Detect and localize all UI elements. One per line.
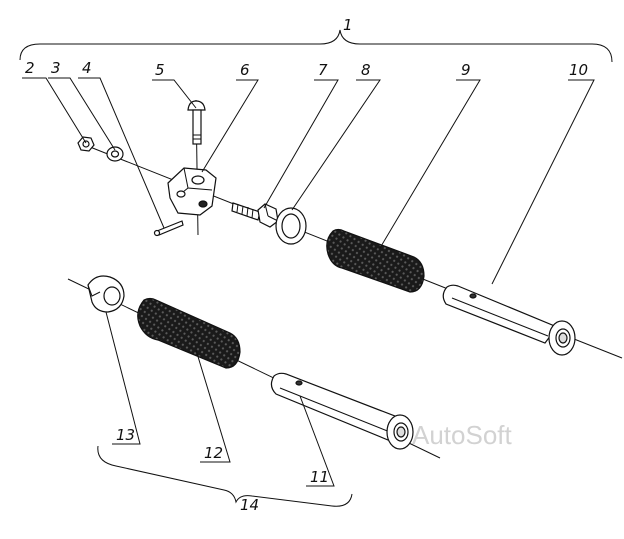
vertical-bolt-part [187, 100, 206, 145]
nut-part [77, 136, 95, 152]
cam-washer-part [87, 275, 125, 313]
callout-10: 10 [569, 61, 588, 79]
callout-6: 6 [240, 61, 250, 79]
cotter-pin-part [153, 220, 184, 237]
callout-7: 7 [318, 61, 328, 79]
washer-part [106, 146, 124, 162]
callout-4: 4 [82, 59, 92, 77]
callout-5: 5 [155, 61, 165, 79]
callout-11: 11 [310, 468, 329, 486]
leader-lines [22, 77, 595, 487]
group-1-brace [19, 29, 613, 63]
callout-14: 14 [240, 496, 259, 514]
callout-1: 1 [343, 16, 353, 34]
upper-footrest-tube-part [442, 284, 576, 356]
upper-rubber-grip-part [326, 228, 425, 293]
bracket-part [167, 167, 217, 216]
lower-rubber-grip-part [137, 297, 241, 369]
spacer-ring-part [275, 207, 307, 245]
callout-3: 3 [51, 59, 61, 77]
callout-8: 8 [361, 61, 371, 79]
callout-13: 13 [116, 426, 135, 444]
watermark: AutoSoft [412, 420, 513, 450]
lower-footrest-tube-part [270, 372, 414, 450]
hex-bolt-part [231, 202, 279, 228]
group-14-brace [97, 445, 353, 507]
callout-2: 2 [25, 59, 35, 77]
callout-9: 9 [461, 61, 471, 79]
callout-12: 12 [204, 444, 223, 462]
